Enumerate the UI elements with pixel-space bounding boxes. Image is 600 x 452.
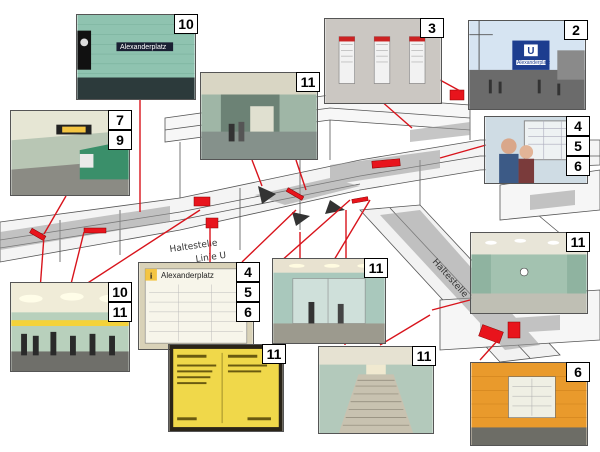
badge-3: 3 (420, 18, 444, 38)
badge-10: 10 (174, 14, 198, 34)
photo-station-map: i Alexanderplatz (138, 262, 254, 350)
signage-marker (29, 227, 47, 241)
photo-departure-display (168, 344, 284, 432)
signage-marker (193, 196, 211, 207)
stair-marker (292, 212, 310, 226)
badge-11-hall: 11 (566, 232, 590, 252)
signage-marker (205, 217, 219, 229)
photo-departure-display-image (169, 345, 283, 431)
signage-marker (478, 324, 504, 344)
badge-6-orange: 6 (566, 362, 590, 382)
photo-corridor-image (201, 73, 317, 159)
badge-6-mid: 6 (236, 302, 260, 322)
photo-glass-hall (272, 258, 386, 344)
badge-2: 2 (564, 20, 588, 40)
badge-11-stairs: 11 (412, 346, 436, 366)
signage-marker (285, 187, 305, 201)
badge-10-bottom: 10 (108, 282, 132, 302)
photo-hall-image (471, 233, 587, 313)
stair-marker (325, 200, 345, 214)
signage-marker (83, 227, 107, 234)
badge-11-bottom: 11 (108, 302, 132, 322)
badge-4-top: 4 (566, 116, 590, 136)
svg-text:U: U (527, 46, 534, 57)
signage-marker (351, 196, 369, 204)
line-label: Linie U (195, 251, 227, 265)
photo-street-entrance-image: U (469, 21, 585, 109)
station-sign-text: Alexanderplatz (120, 44, 167, 51)
entrance-sign-text: Alexanderplatz (517, 60, 551, 66)
badge-6-top: 6 (566, 156, 590, 176)
svg-text:i: i (150, 271, 153, 281)
photo-glass-hall-image (273, 259, 385, 343)
badge-9: 9 (108, 130, 132, 150)
badge-5-mid: 5 (236, 282, 260, 302)
stair-marker (258, 186, 276, 204)
badge-4-mid: 4 (236, 262, 260, 282)
signage-marker (507, 321, 521, 339)
photo-station-map-image: i (139, 263, 253, 349)
photo-street-entrance: U Alexanderplatz (468, 20, 586, 110)
badge-11-glass: 11 (364, 258, 388, 278)
photo-corridor (200, 72, 318, 160)
badge-5-top: 5 (566, 136, 590, 156)
signage-marker (371, 158, 401, 169)
badge-11-display: 11 (262, 344, 286, 364)
photo-hall (470, 232, 588, 314)
badge-11-corridor: 11 (296, 72, 320, 92)
badge-7: 7 (108, 110, 132, 130)
map-board-title: Alexanderplatz (161, 271, 214, 280)
